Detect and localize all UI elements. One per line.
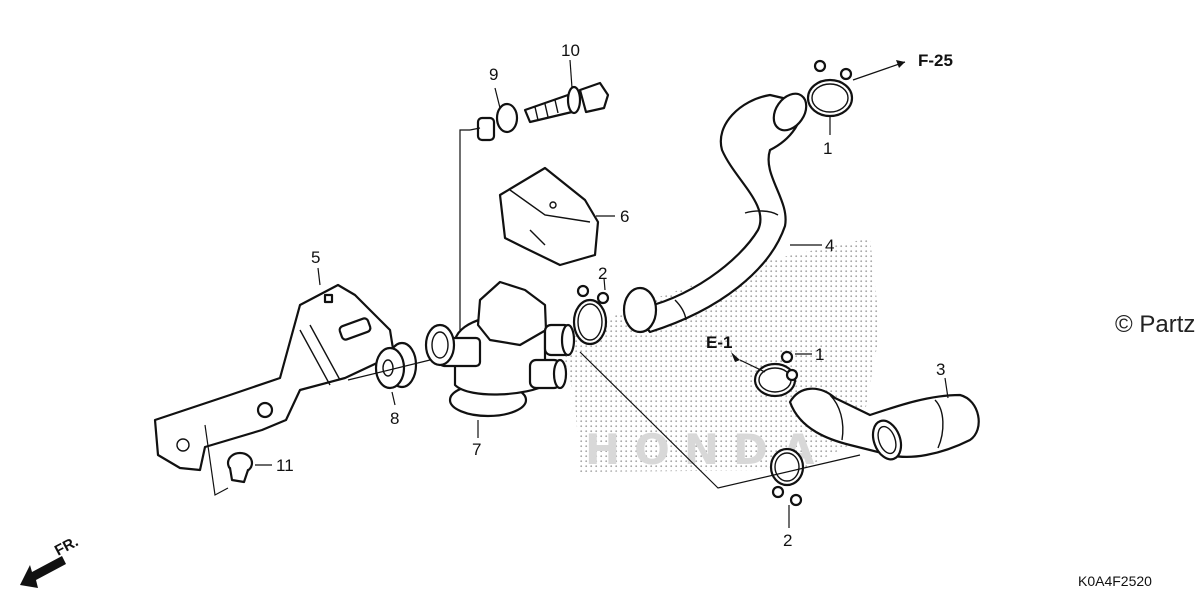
callout-11[interactable]: 11 <box>276 456 294 475</box>
callout-7[interactable]: 7 <box>472 440 481 459</box>
leader-lines <box>204 59 949 528</box>
clamp-part-2-upper[interactable] <box>572 284 610 346</box>
bolt-part-11[interactable] <box>226 451 254 484</box>
callout-10[interactable]: 10 <box>561 41 580 60</box>
callout-4[interactable]: 4 <box>825 236 834 255</box>
callout-1-top[interactable]: 1 <box>823 139 832 158</box>
bolt-part-10[interactable] <box>523 81 610 124</box>
callout-2-upper[interactable]: 2 <box>598 264 607 283</box>
callout-3[interactable]: 3 <box>936 360 945 379</box>
grommet-part-8[interactable] <box>374 341 418 390</box>
hose-upper-part-4[interactable] <box>622 88 813 334</box>
valve-part-7[interactable] <box>424 280 576 418</box>
clamp-part-1-top[interactable] <box>806 59 854 118</box>
callout-5[interactable]: 5 <box>311 248 320 267</box>
ref-f25[interactable]: F-25 <box>918 51 953 70</box>
copyright-text: © Partz <box>1115 311 1195 338</box>
callout-1-lower[interactable]: 1 <box>815 345 824 364</box>
front-arrow-icon <box>20 556 66 588</box>
hose-lower-part-3[interactable] <box>788 387 980 464</box>
cover-part-6[interactable] <box>498 166 600 267</box>
callout-9[interactable]: 9 <box>489 65 498 84</box>
clamp-part-2-lower[interactable] <box>769 447 805 507</box>
callout-2-lower[interactable]: 2 <box>783 531 792 550</box>
callout-6[interactable]: 6 <box>620 207 629 226</box>
diagram-code: K0A4F2520 <box>1078 573 1152 589</box>
collar-part-9[interactable] <box>476 102 519 142</box>
e1-arrow-icon <box>731 352 740 362</box>
f25-arrow-icon <box>896 60 905 68</box>
bracket-part-5[interactable] <box>153 283 396 472</box>
callout-8[interactable]: 8 <box>390 409 399 428</box>
ref-e1[interactable]: E-1 <box>706 333 732 352</box>
front-label: FR. <box>52 533 81 559</box>
